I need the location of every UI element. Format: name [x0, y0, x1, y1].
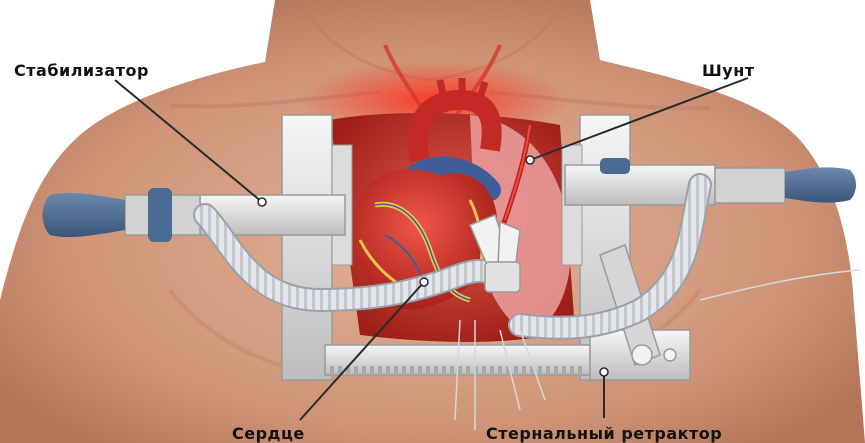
rack-tooth — [490, 366, 494, 375]
rack-tooth — [450, 366, 454, 375]
rack-tooth — [482, 366, 486, 375]
rack-tooth — [370, 366, 374, 375]
rack-tooth — [354, 366, 358, 375]
leader-dot-heart — [420, 278, 428, 286]
label-stabilizer: Стабилизатор — [14, 61, 149, 80]
rack-tooth — [570, 366, 574, 375]
rack-tooth — [562, 366, 566, 375]
rack-tooth — [386, 366, 390, 375]
rack-tooth — [362, 366, 366, 375]
leader-dot-stabilizer — [258, 198, 266, 206]
rack-tooth — [554, 366, 558, 375]
rack-tooth — [394, 366, 398, 375]
rack-tooth — [378, 366, 382, 375]
label-shunt: Шунт — [702, 61, 755, 80]
rack-tooth — [546, 366, 550, 375]
rack-tooth — [578, 366, 582, 375]
rack-tooth — [434, 366, 438, 375]
rack-tooth — [498, 366, 502, 375]
rack-tooth — [538, 366, 542, 375]
rack-tooth — [418, 366, 422, 375]
label-retractor: Стернальный ретрактор — [486, 424, 722, 443]
rack-tooth — [514, 366, 518, 375]
rack-tooth — [466, 366, 470, 375]
leader-dot-shunt — [526, 156, 534, 164]
rack-tooth — [458, 366, 462, 375]
rack-tooth — [426, 366, 430, 375]
rack-tooth — [402, 366, 406, 375]
rack-tooth — [330, 366, 334, 375]
rack-tooth — [442, 366, 446, 375]
label-heart: Сердце — [232, 424, 305, 443]
rack-tooth — [410, 366, 414, 375]
leader-dot-retractor — [600, 368, 608, 376]
rack-tooth — [522, 366, 526, 375]
